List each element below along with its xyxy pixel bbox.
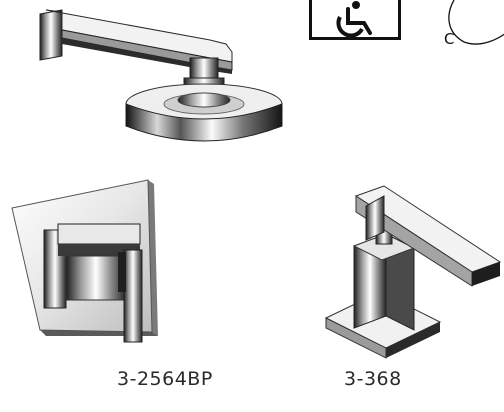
ada-badge (309, 0, 401, 40)
model-label-right: 3-368 (344, 368, 402, 390)
cert-letter: C (444, 30, 455, 48)
diverter-valve-image (324, 185, 502, 359)
trim-plate-image (11, 179, 158, 343)
shower-head-image (39, 9, 283, 142)
model-label-left: 3-2564BP (117, 368, 213, 390)
certification-mark-icon (448, 0, 504, 45)
wheelchair-accessibility-icon (336, 1, 372, 38)
